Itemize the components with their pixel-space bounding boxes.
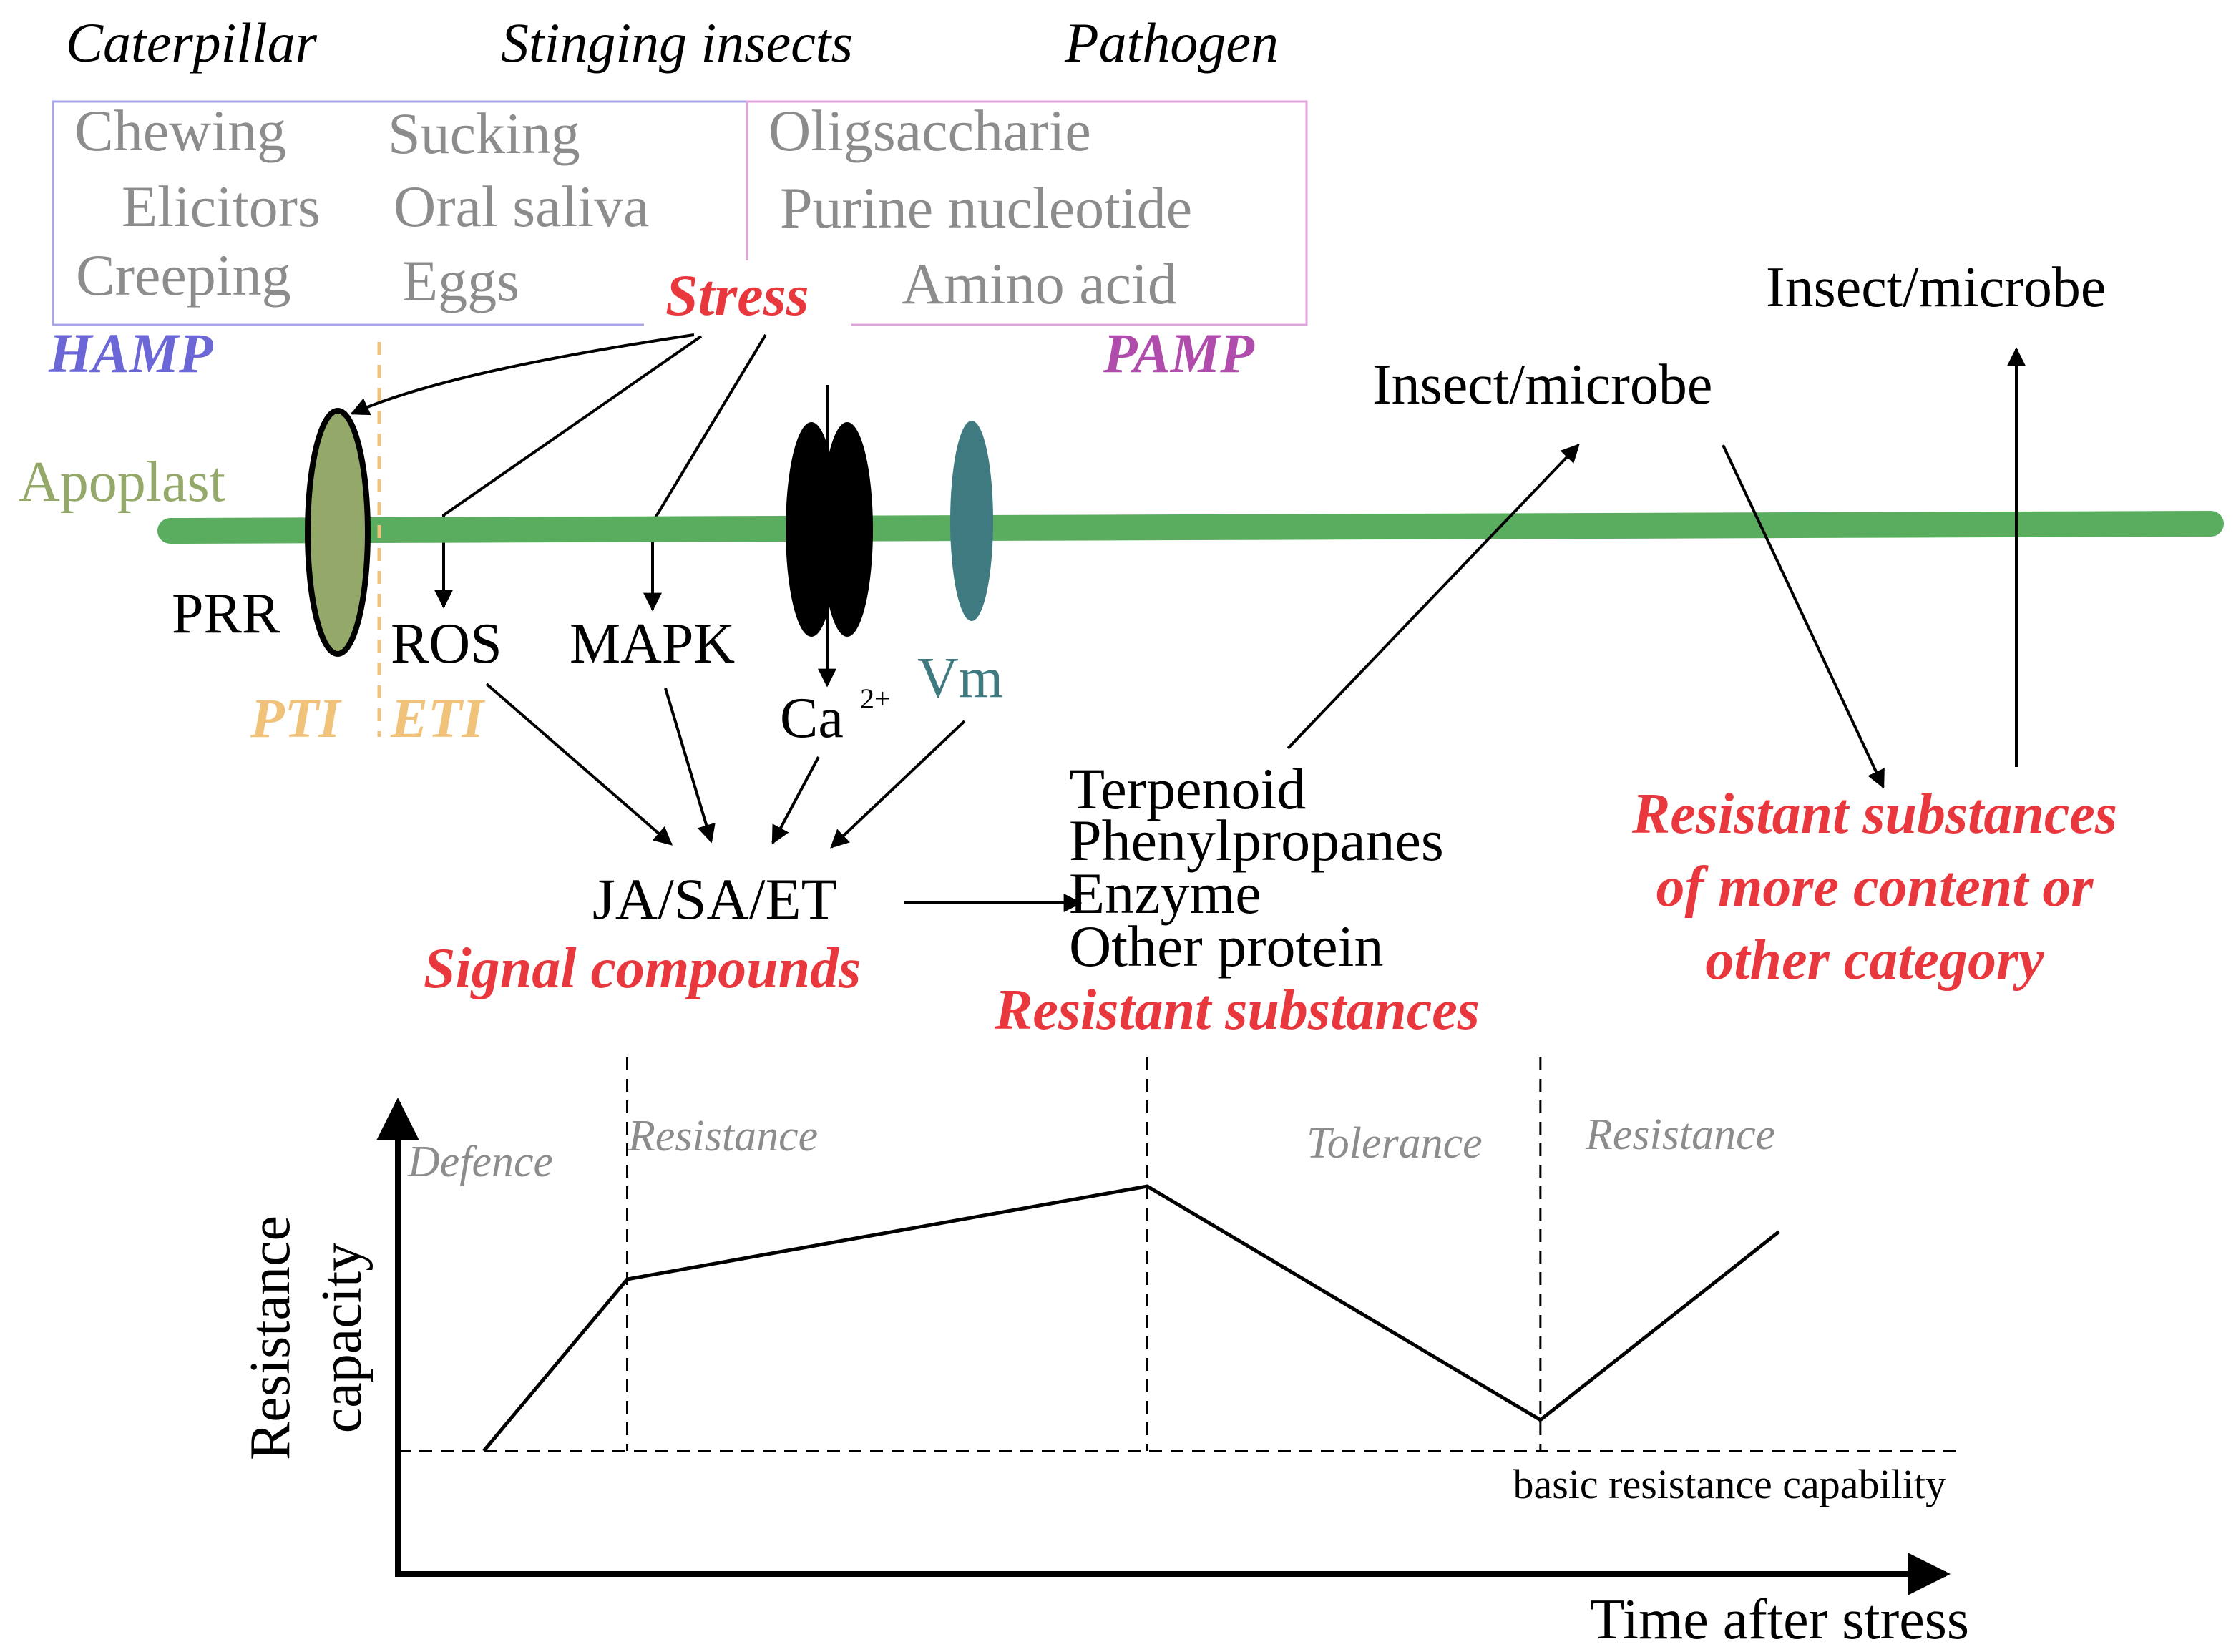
prr-receptor <box>305 408 371 657</box>
calcium-channel-left <box>786 422 837 637</box>
vm-label: Vm <box>917 647 1003 710</box>
signal-compounds-label: Signal compounds <box>424 937 861 1000</box>
calcium-to-signal-arrow <box>771 756 820 845</box>
graph-y-label-line-1: Resistance <box>239 1216 302 1460</box>
pamp-label: PAMP <box>1103 322 1255 384</box>
calcium-channel-right <box>821 422 873 637</box>
vm-to-signal-arrow <box>830 720 966 849</box>
hamp-item-sucking: Sucking <box>388 101 580 166</box>
baseline-label: basic resistance capability <box>1513 1461 1946 1507</box>
vm-channel <box>950 421 993 621</box>
pamp-item-amino-acid: Amino acid <box>902 251 1177 316</box>
insect-microbe-label-2: Insect/microbe <box>1766 256 2106 319</box>
calcium-label: Ca <box>780 687 844 750</box>
resistant-more-line-1: Resistant substances <box>1631 783 2117 846</box>
calcium-superscript: 2+ <box>860 683 891 715</box>
resistant-more-line-2: of more content or <box>1656 856 2094 919</box>
stress-arrow-to-ros <box>434 335 703 609</box>
graph-x-label: Time after stress <box>1590 1588 1969 1651</box>
hamp-item-oral-saliva: Oral saliva <box>394 174 649 239</box>
phase-label-tolerance: Tolerance <box>1307 1119 1483 1168</box>
resistant-item-phenylpropanes: Phenylpropanes <box>1069 808 1444 873</box>
pathogen-label: Pathogen <box>1064 11 1279 74</box>
stress-arrow-to-mapk <box>643 333 767 612</box>
resistant-item-enzyme: Enzyme <box>1069 861 1261 926</box>
pti-label: PTI <box>250 687 342 749</box>
resistant-item-terpenoid: Terpenoid <box>1069 756 1306 821</box>
hamp-item-eggs: Eggs <box>402 248 519 313</box>
resistant-item-other-protein: Other protein <box>1069 914 1383 979</box>
graph-y-label-line-2: capacity <box>311 1243 374 1433</box>
hamp-label: HAMP <box>48 322 214 384</box>
resistance-capacity-graph: Resistance capacity Time after stress ba… <box>239 1057 1969 1651</box>
phase-label-resistance-2: Resistance <box>1585 1110 1775 1159</box>
phase-label-resistance-1: Resistance <box>628 1112 818 1160</box>
pamp-item-purine-nucleotide: Purine nucleotide <box>780 175 1192 240</box>
hamp-item-creeping: Creeping <box>76 243 291 308</box>
resistant-more-line-3: other category <box>1705 929 2044 992</box>
eti-label: ETI <box>390 687 486 749</box>
pamp-item-oligsaccharie: Oligsaccharie <box>768 98 1091 163</box>
plasma-membrane <box>157 511 2224 544</box>
stress-label: Stress <box>665 263 809 328</box>
stinging-insects-label: Stinging insects <box>501 11 853 74</box>
hamp-item-elicitors: Elicitors <box>122 174 321 239</box>
stress-arrow-to-prr <box>350 333 695 416</box>
phase-divider-lines <box>626 1057 1542 1451</box>
caterpillar-label: Caterpillar <box>66 11 318 74</box>
ros-label: ROS <box>391 612 502 675</box>
insect-to-more-resistant-arrow <box>1722 444 1885 789</box>
mapk-to-signal-arrow <box>664 688 716 844</box>
resistant-substances-label: Resistant substances <box>994 979 1480 1042</box>
prr-label: PRR <box>172 582 280 645</box>
signal-compounds-names: JA/SA/ET <box>592 866 837 932</box>
resistance-capacity-line <box>482 1184 1780 1452</box>
stress-label-bg <box>644 260 851 332</box>
hamp-item-chewing: Chewing <box>74 98 286 163</box>
resistant-to-insect-arrow <box>1287 444 1580 750</box>
ros-to-signal-arrow <box>485 683 673 846</box>
apoplast-label: Apoplast <box>19 451 225 514</box>
insect-microbe-label-1: Insect/microbe <box>1372 353 1712 416</box>
mapk-label: MAPK <box>570 612 735 675</box>
graph-y-label: Resistance capacity <box>239 1216 374 1460</box>
phase-label-defence: Defence <box>407 1138 553 1186</box>
pamp-box <box>746 100 1308 326</box>
